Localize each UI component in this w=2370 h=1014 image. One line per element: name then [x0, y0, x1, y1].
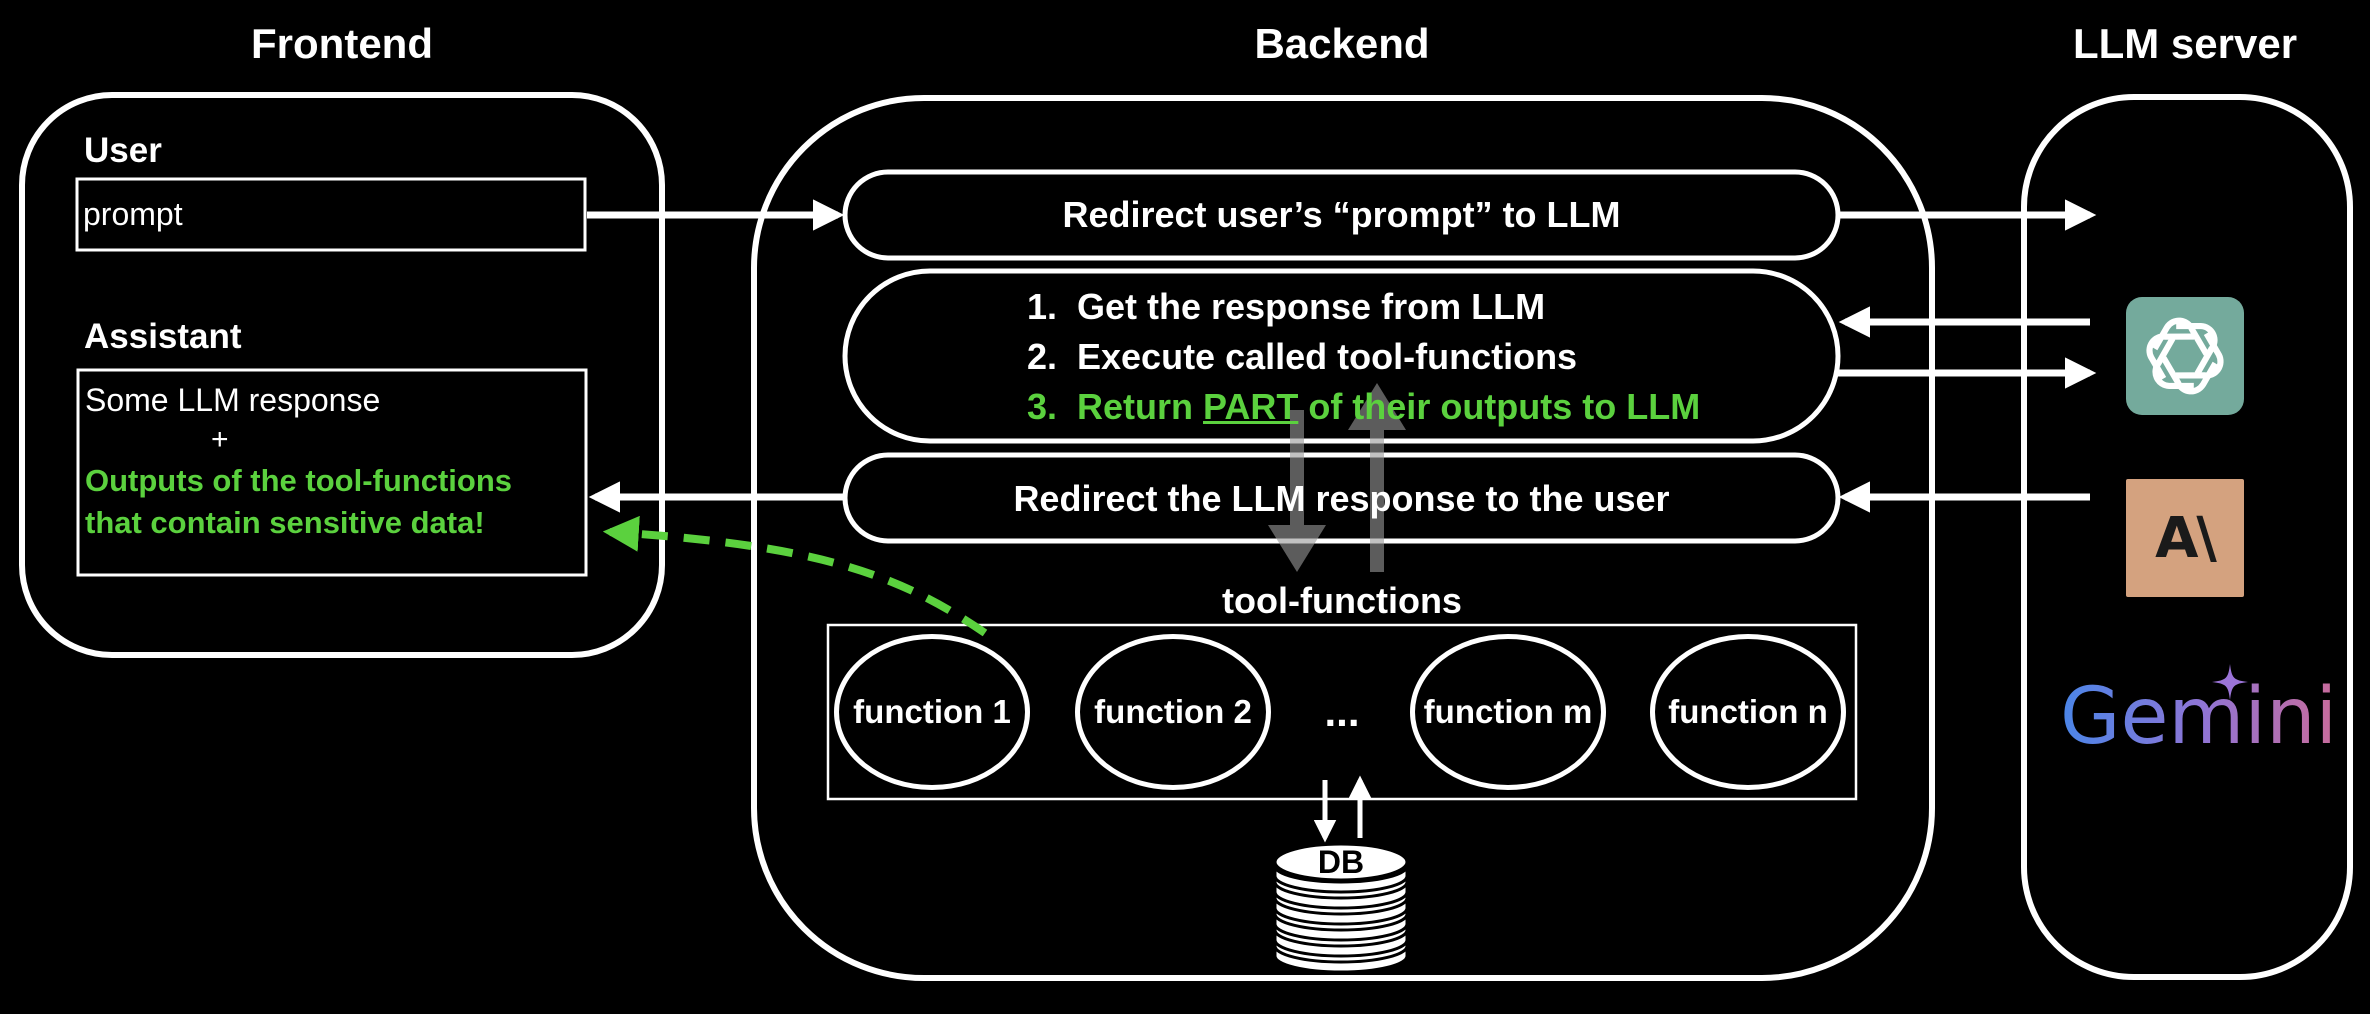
- sensitive-output-line-2: that contain sensitive data!: [85, 505, 485, 540]
- process-steps-pill: [842, 268, 1841, 444]
- step-1-number: 1.: [1027, 286, 1058, 327]
- assistant-label: Assistant: [84, 317, 242, 356]
- gemini-sparkle-icon: [2212, 664, 2248, 700]
- function-m-label: function m: [1423, 693, 1593, 730]
- database-icon: [1273, 842, 1409, 974]
- db-label: DB: [1317, 844, 1365, 880]
- step-2-number: 2.: [1027, 336, 1058, 377]
- function-n-label: function n: [1668, 693, 1828, 730]
- prompt-field: prompt: [83, 196, 183, 232]
- step-3-post: of their outputs to LLM: [1298, 386, 1701, 427]
- function-m-node: function m: [1410, 634, 1606, 790]
- function-1-node: function 1: [834, 634, 1030, 790]
- assistant-plus: +: [211, 423, 229, 456]
- backend-panel: [751, 95, 1935, 981]
- tool-call-gray-arrows: [1268, 383, 1406, 572]
- step-3-part: PART: [1203, 386, 1299, 427]
- backend-title: Backend: [1254, 20, 1430, 67]
- step-3-text: Return PART of their outputs to LLM: [1077, 386, 1700, 428]
- tool-functions-box: [826, 623, 1858, 801]
- step-3-number: 3.: [1027, 386, 1058, 427]
- function-2-label: function 2: [1094, 693, 1252, 730]
- sensitive-output-line-1: Outputs of the tool-functions: [85, 463, 513, 498]
- redirect-response-text: Redirect the LLM response to the user: [1013, 478, 1670, 519]
- function-1-label: function 1: [853, 693, 1011, 730]
- anthropic-logo: A\: [2126, 479, 2244, 597]
- function-2-node: function 2: [1075, 634, 1271, 790]
- functions-ellipsis: ...: [1324, 688, 1360, 735]
- frontend-title: Frontend: [251, 20, 433, 67]
- step-2-text: Execute called tool-functions: [1077, 336, 1578, 377]
- assistant-output-box: [76, 368, 588, 577]
- assistant-response-text: Some LLM response: [85, 382, 381, 418]
- gemini-logo: Gemini: [2060, 672, 2337, 762]
- step-1-text: Get the response from LLM: [1077, 286, 1546, 327]
- gemini-logo-text: Gemini: [2060, 672, 2338, 762]
- frontend-panel: [19, 92, 665, 658]
- openai-logo: [2126, 297, 2244, 415]
- llm-server-title: LLM server: [2072, 20, 2298, 67]
- llm-server-panel: [2021, 94, 2353, 980]
- step-3-pre: Return: [1077, 386, 1203, 427]
- tool-functions-label: tool-functions: [1222, 580, 1462, 621]
- prompt-input-box: [75, 177, 587, 252]
- function-n-node: function n: [1650, 634, 1846, 790]
- anthropic-logo-text: A\: [2155, 505, 2217, 571]
- openai-knot-icon: [2146, 317, 2224, 395]
- sensitive-data-leak-arrow: [602, 515, 988, 637]
- user-label: User: [84, 131, 162, 170]
- redirect-prompt-text: Redirect user’s “prompt” to LLM: [1062, 194, 1621, 235]
